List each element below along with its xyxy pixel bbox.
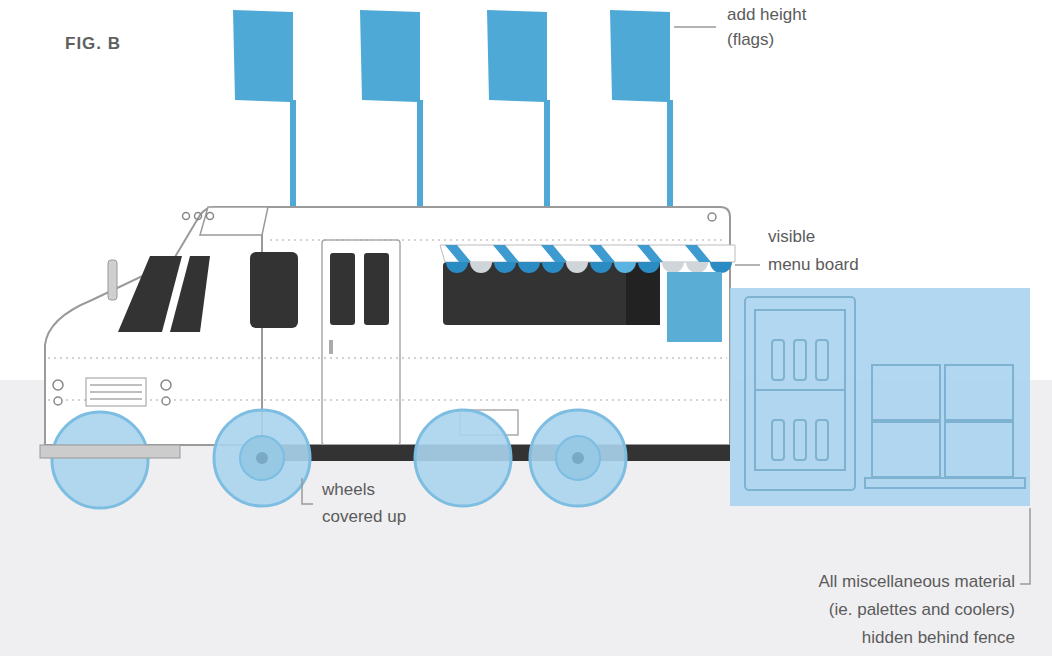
flag [610, 10, 673, 208]
cooler [745, 297, 855, 490]
door-handle [329, 340, 333, 354]
bottle [772, 340, 784, 380]
roof-light [708, 213, 716, 221]
cooler-shelf [755, 389, 845, 391]
serving-window-shade [626, 262, 660, 325]
bumper [40, 445, 180, 458]
wheel-hub [240, 436, 284, 480]
scallop [638, 262, 660, 273]
figure-title: FIG. B [65, 33, 185, 55]
bottle [816, 340, 828, 380]
leader-line [735, 264, 760, 266]
scallop [494, 262, 516, 273]
awning-stripe [589, 245, 615, 262]
truck-cab [45, 207, 262, 445]
cab-window [250, 252, 298, 328]
crate [872, 422, 940, 477]
callout-text: add height (flags) [727, 2, 819, 52]
roof-light [207, 213, 214, 220]
grille-bars [90, 385, 142, 399]
windshield [170, 256, 210, 332]
grille [86, 378, 146, 406]
crate [945, 365, 1013, 420]
roof-light [195, 213, 202, 220]
menu-board [667, 272, 722, 342]
scallop [662, 262, 684, 273]
windshield [118, 256, 182, 332]
grille-bar [90, 384, 142, 386]
awning-stripes [445, 245, 711, 262]
awning-stripe [685, 245, 711, 262]
hidden-material [745, 297, 1025, 490]
scallop [566, 262, 588, 273]
awning-stripe [493, 245, 519, 262]
callout-note: All miscellaneous material (ie. palettes… [805, 568, 1015, 652]
wheel [52, 412, 148, 508]
panel-line [48, 399, 727, 401]
crate [945, 422, 1013, 477]
cab-visor [200, 207, 268, 235]
headlight [162, 397, 170, 405]
awning [440, 245, 735, 262]
flag [487, 10, 550, 208]
callout-text: wheels covered up [322, 476, 414, 530]
leader-line [674, 26, 716, 28]
wheel-center [572, 452, 584, 464]
awning-stripe [445, 245, 471, 262]
serving-window [443, 262, 660, 325]
fence [730, 288, 1030, 506]
scallop [470, 262, 492, 273]
wheel [530, 410, 626, 506]
grille-bar [90, 398, 142, 400]
bottle [794, 340, 806, 380]
cooler-door [755, 310, 845, 470]
wheel [214, 410, 310, 506]
scallop [710, 262, 732, 273]
awning-stripe [541, 245, 567, 262]
pallet [865, 478, 1025, 488]
truck-body [250, 207, 730, 445]
awning-scallops [446, 262, 732, 273]
flag [233, 10, 296, 208]
leader-line [302, 478, 313, 504]
roof-light [183, 213, 190, 220]
wheel [415, 410, 511, 506]
leader-lines [302, 27, 1030, 584]
panel-lines [48, 240, 727, 400]
headlight [53, 380, 63, 390]
door-window [330, 253, 355, 325]
scallop [590, 262, 612, 273]
mirror [108, 260, 117, 300]
panel-line [48, 357, 727, 359]
scallop [614, 262, 636, 273]
scallop [686, 262, 708, 273]
wheel-hub [556, 436, 600, 480]
scallop [542, 262, 564, 273]
grille-bar [90, 391, 142, 393]
door-window [364, 253, 389, 325]
headlight [161, 380, 171, 390]
scallop [446, 262, 468, 273]
leader-line [1020, 508, 1030, 584]
headlight [54, 397, 62, 405]
bottle [794, 420, 806, 460]
bottle [772, 420, 784, 460]
scallop [518, 262, 540, 273]
truck-door [322, 240, 400, 445]
crate [872, 365, 940, 420]
bottle [816, 420, 828, 460]
flags [233, 10, 673, 208]
wheel-center [256, 452, 268, 464]
flag [360, 10, 423, 208]
callout-text: visible menu board [768, 223, 860, 279]
awning-stripe [637, 245, 663, 262]
